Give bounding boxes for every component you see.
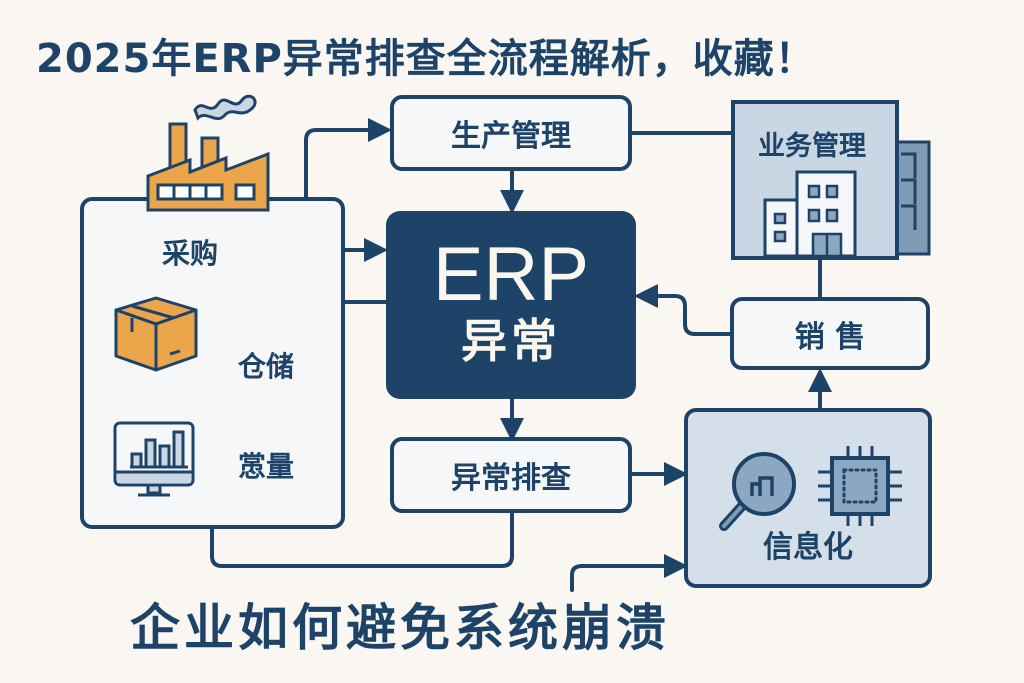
- chip-icon: [818, 446, 902, 526]
- magnifier-chart-icon: [719, 452, 796, 531]
- informatization-label: 信息化: [763, 530, 853, 565]
- quality-label: 㦂量: [238, 450, 295, 483]
- erp-title: ERP: [432, 232, 590, 317]
- sales-node[interactable]: 销 售: [730, 297, 930, 370]
- building-icon: [731, 100, 931, 260]
- warehouse-label: 仓储: [238, 350, 295, 383]
- procurement-label: 采购: [162, 237, 219, 270]
- monitor-chart-icon: [113, 421, 195, 497]
- troubleshoot-node[interactable]: 异常排查: [390, 437, 632, 513]
- troubleshoot-label: 异常排查: [451, 461, 571, 496]
- informatization-icons: [719, 446, 902, 531]
- informatization-node[interactable]: 信息化: [684, 408, 932, 588]
- factory-icon: [146, 94, 270, 212]
- business-management-label: 业务管理: [758, 131, 866, 162]
- production-management-node[interactable]: 生产管理: [390, 95, 632, 171]
- page-title: 2025年ERP异常排查全流程解析，收藏！: [36, 36, 816, 82]
- box-icon: [114, 296, 198, 372]
- bottom-subtitle: 企业如何避免系统崩溃: [130, 599, 670, 657]
- business-management-node[interactable]: 业务管理: [731, 100, 951, 260]
- erp-subtitle: 异常: [461, 314, 561, 368]
- erp-exception-node[interactable]: ERP 异常: [386, 211, 636, 399]
- production-management-label: 生产管理: [451, 119, 571, 154]
- sales-label: 销 售: [794, 319, 866, 355]
